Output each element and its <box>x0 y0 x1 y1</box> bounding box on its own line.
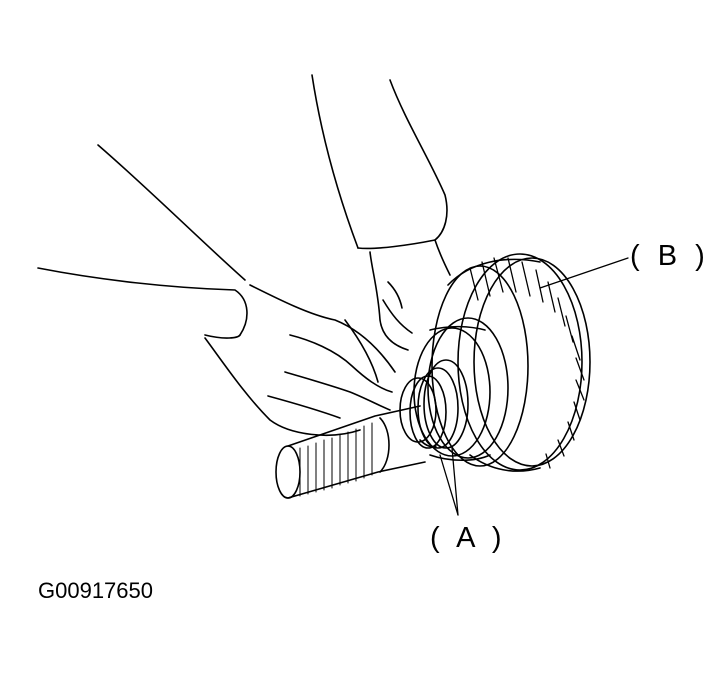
callout-label-a: ( A ) <box>430 522 507 554</box>
leader-lines <box>440 258 628 515</box>
upper-arm-sleeve <box>312 75 447 248</box>
lower-arm-sleeve <box>38 145 247 338</box>
upper-hand <box>370 240 450 350</box>
callout-label-b: ( B ) <box>630 240 710 272</box>
gear-b <box>432 254 590 471</box>
lower-hand <box>205 285 395 435</box>
figure-id: G00917650 <box>38 578 153 603</box>
hub-bearing <box>414 318 508 460</box>
splined-shaft <box>276 406 425 498</box>
